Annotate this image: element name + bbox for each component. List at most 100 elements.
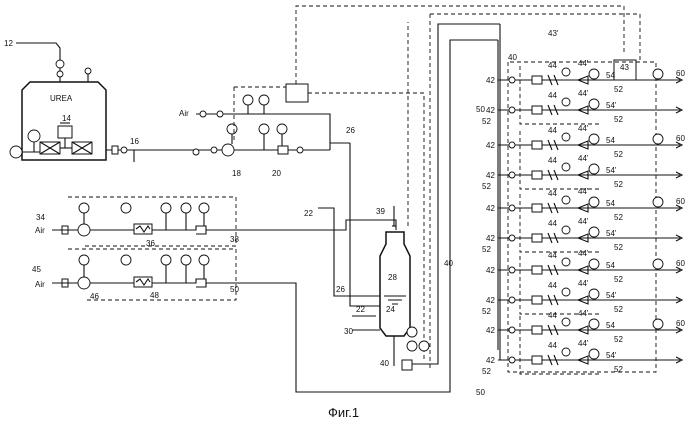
label-42: 42 <box>486 296 495 305</box>
feed-line-12: 12 <box>4 39 91 82</box>
label-44p: 44' <box>578 217 589 226</box>
branch-flowmeter <box>589 69 599 79</box>
label-52: 52 <box>614 275 623 284</box>
branch-valve <box>509 235 515 241</box>
label-60: 60 <box>676 69 685 78</box>
label-18: 18 <box>232 169 241 178</box>
feed-lines-column: 26 22 22 30 40 <box>304 22 500 364</box>
label-44p: 44' <box>578 249 589 258</box>
nozzle-manifold: 43 43' 40 50 424444'5452424444'54'526052… <box>430 14 685 376</box>
tank-label: UREA <box>50 94 73 103</box>
label-24: 24 <box>386 305 395 314</box>
label-42: 42 <box>486 106 495 115</box>
branch-check-valve <box>532 106 542 114</box>
label-52-left: 52 <box>482 117 491 126</box>
label-52: 52 <box>614 180 623 189</box>
label-44: 44 <box>548 281 557 290</box>
label-54: 54' <box>606 351 617 360</box>
label-54: 54 <box>606 261 615 270</box>
label-54: 54' <box>606 291 617 300</box>
label-54: 54 <box>606 321 615 330</box>
label-52: 52 <box>614 150 623 159</box>
branch-check-valve <box>532 76 542 84</box>
label-38: 38 <box>230 235 239 244</box>
label-42: 42 <box>486 326 495 335</box>
label-50a: 50 <box>230 285 239 294</box>
branch-gauge <box>562 226 570 234</box>
branch-flowmeter <box>589 134 599 144</box>
label-39: 39 <box>376 207 385 216</box>
label-44: 44 <box>548 61 557 70</box>
label-42: 42 <box>486 266 495 275</box>
label-42: 42 <box>486 76 495 85</box>
label-42: 42 <box>486 171 495 180</box>
manifold-gauge <box>653 197 663 207</box>
label-44p: 44' <box>578 339 589 348</box>
label-52: 52 <box>614 115 623 124</box>
label-20: 20 <box>272 169 281 178</box>
label-44p: 44' <box>578 279 589 288</box>
label-48: 48 <box>150 291 159 300</box>
air-label-bottom: Air <box>35 280 45 289</box>
label-44p: 44' <box>578 154 589 163</box>
label-60: 60 <box>676 197 685 206</box>
manifold-gauge <box>653 259 663 269</box>
label-52: 52 <box>614 213 623 222</box>
label-26a: 26 <box>346 126 355 135</box>
label-54: 54' <box>606 166 617 175</box>
label-52: 52 <box>614 85 623 94</box>
branch-check-valve <box>532 141 542 149</box>
urea-tank: UREA 14 <box>22 82 106 160</box>
label-22b: 22 <box>356 305 365 314</box>
label-14: 14 <box>62 114 71 123</box>
air-label-mid: Air <box>35 226 45 235</box>
label-22a: 22 <box>304 209 313 218</box>
branch-check-valve <box>532 171 542 179</box>
label-45: 45 <box>32 265 41 274</box>
branch-valve <box>509 297 515 303</box>
label-44p: 44' <box>578 124 589 133</box>
branch-gauge <box>562 98 570 106</box>
manifold-gauge <box>653 319 663 329</box>
label-44: 44 <box>548 219 557 228</box>
branch-valve <box>509 267 515 273</box>
label-54: 54' <box>606 101 617 110</box>
label-52: 52 <box>614 365 623 374</box>
label-16: 16 <box>130 137 139 146</box>
branch-valve <box>509 327 515 333</box>
label-44p: 44' <box>578 89 589 98</box>
label-34: 34 <box>36 213 45 222</box>
label-60: 60 <box>676 259 685 268</box>
branch-gauge <box>562 196 570 204</box>
label-42: 42 <box>486 141 495 150</box>
branch-flowmeter <box>589 197 599 207</box>
label-54: 54 <box>606 71 615 80</box>
label-40a: 40 <box>380 359 389 368</box>
label-42: 42 <box>486 234 495 243</box>
label-44p: 44' <box>578 309 589 318</box>
manifold-gauge <box>653 134 663 144</box>
label-40b: 40 <box>444 259 453 268</box>
branch-gauge <box>562 318 570 326</box>
label-12: 12 <box>4 39 13 48</box>
label-43p: 43' <box>548 29 559 38</box>
reactor-28: 39 28 24 40 <box>376 206 429 370</box>
label-50b: 50 <box>476 388 485 397</box>
label-30: 30 <box>344 327 353 336</box>
label-54: 54' <box>606 229 617 238</box>
figure-caption: Фиг.1 <box>328 405 359 420</box>
nozzle-rows: 42 44 44' 54 52 42 44 44' 54' 52 60 52 42 44 44' 54 52 42… <box>482 59 685 376</box>
label-44: 44 <box>548 311 557 320</box>
label-44p: 44' <box>578 59 589 68</box>
label-44: 44 <box>548 189 557 198</box>
label-52: 52 <box>614 243 623 252</box>
branch-gauge <box>562 258 570 266</box>
branch-flowmeter <box>589 99 599 109</box>
label-44: 44 <box>548 251 557 260</box>
branch-flowmeter <box>589 289 599 299</box>
label-52-left: 52 <box>482 182 491 191</box>
label-44: 44 <box>548 91 557 100</box>
label-44p: 44' <box>578 187 589 196</box>
branch-gauge <box>562 163 570 171</box>
